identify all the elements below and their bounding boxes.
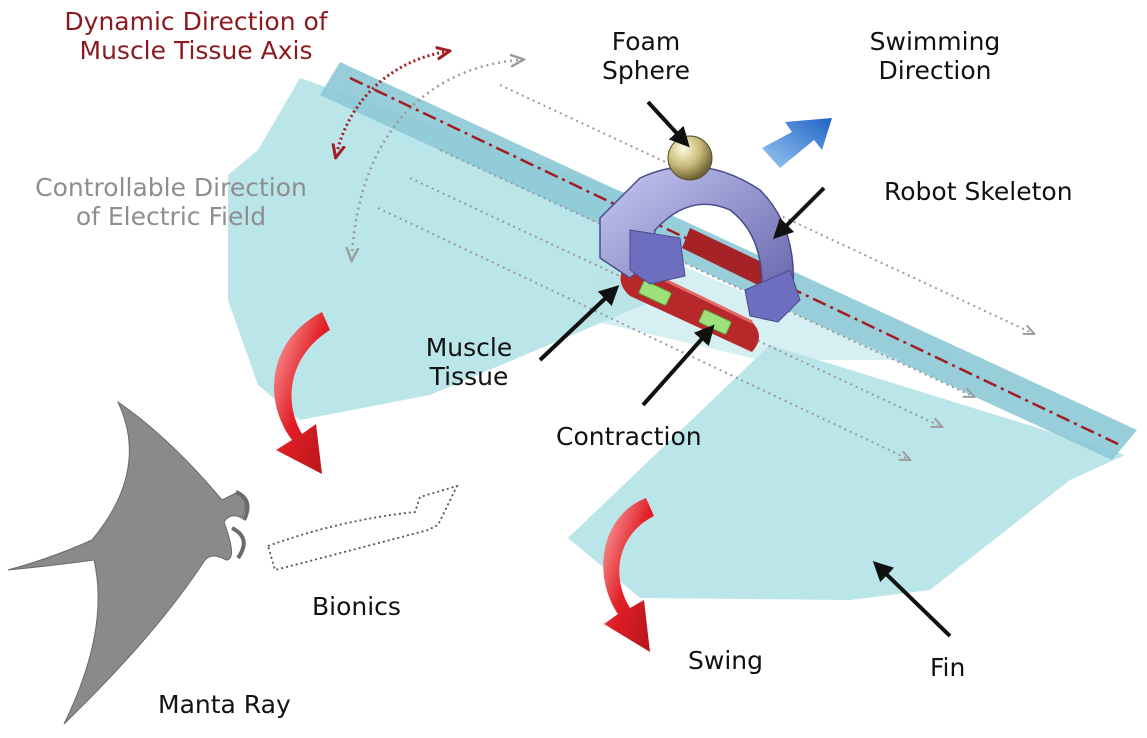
foam-sphere — [667, 135, 713, 181]
bionics-label: Bionics — [312, 592, 401, 621]
manta-ray-label: Manta Ray — [158, 690, 291, 719]
robot-skeleton — [599, 165, 801, 323]
muscle-tissue-pointer — [538, 285, 620, 362]
muscle-axis-label: Dynamic Direction of Muscle Tissue Axis — [64, 7, 328, 65]
foam-sphere-label: Foam Sphere — [601, 27, 691, 85]
contraction-pointer — [641, 324, 715, 407]
muscle-tissue — [620, 228, 770, 352]
swimming-direction-label: Swimming Direction — [869, 27, 1001, 85]
swing-label: Swing — [688, 646, 763, 675]
fin-label: Fin — [930, 653, 966, 682]
axis-direction-arc — [337, 52, 444, 152]
lower-swing-arrow — [603, 498, 654, 652]
electric-field-label: Controllable Direction of Electric Field — [35, 173, 307, 231]
contraction-marker-1 — [638, 280, 672, 306]
foam-sphere-pointer — [646, 100, 690, 148]
pointer-arrows — [538, 100, 952, 638]
muscle-tissue-label: Muscle Tissue — [425, 333, 513, 391]
manta-ray-image — [7, 400, 250, 725]
fin-pointer — [872, 561, 952, 638]
robot-skeleton-label: Robot Skeleton — [884, 177, 1073, 206]
robot-skeleton-pointer — [772, 186, 826, 240]
contraction-label: Contraction — [556, 422, 702, 451]
bionics-arrow — [266, 484, 459, 572]
upper-swing-arrow — [274, 312, 330, 474]
fin-lower-panel — [568, 345, 1125, 600]
swim-direction-arrow — [762, 118, 832, 168]
